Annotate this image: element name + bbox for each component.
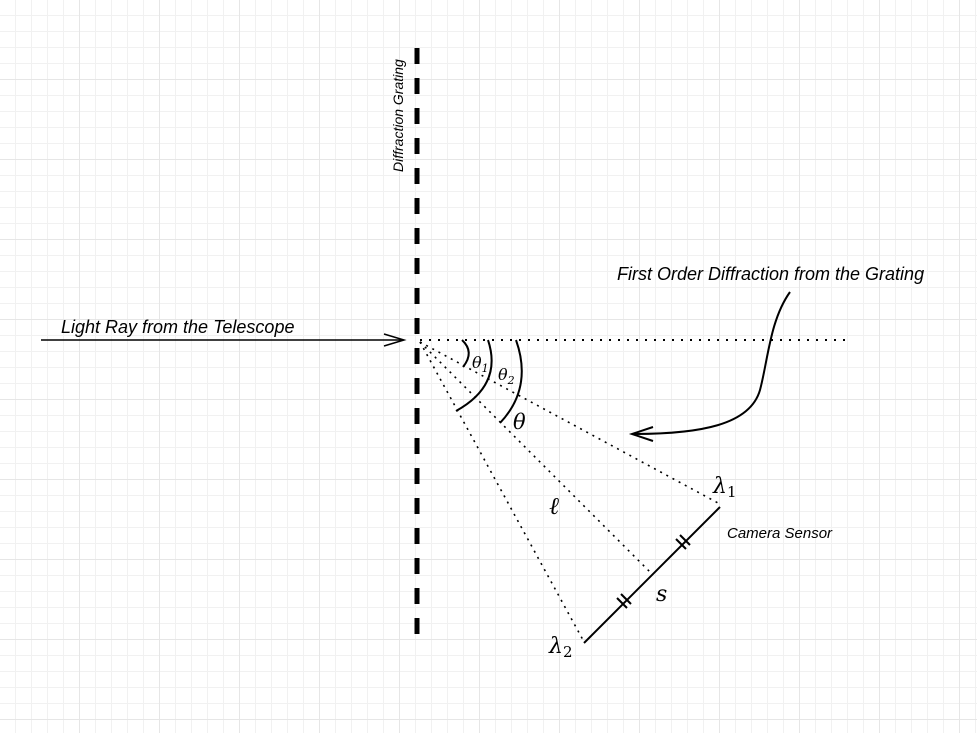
theta1-label: θ1 — [472, 353, 489, 375]
grating-label: Diffraction Grating — [390, 59, 406, 172]
incoming-ray-arrowhead — [383, 333, 407, 347]
theta2-label: θ2 — [498, 365, 515, 387]
theta-label: θ — [513, 410, 526, 434]
lambda1-label: λ1 — [712, 474, 737, 501]
diffracted-ray-center — [419, 341, 651, 573]
sensor-tick-lower — [616, 593, 632, 609]
lambda2-label: λ2 — [548, 634, 573, 661]
theta2-arc — [455, 339, 493, 412]
light-ray-label: Light Ray from the Telescope — [61, 317, 294, 337]
sensor-tick-upper — [675, 534, 691, 550]
diffracted-ray-lambda1 — [419, 341, 719, 504]
theta-arc — [499, 339, 523, 424]
s-label: s — [656, 582, 667, 607]
camera-sensor-label: Camera Sensor — [727, 525, 833, 542]
first-order-pointer-curve — [632, 291, 791, 435]
first-order-pointer-arrowhead — [628, 426, 654, 442]
theta1-arc — [461, 339, 470, 368]
camera-sensor-line — [583, 506, 721, 644]
first-order-label: First Order Diffraction from the Grating — [617, 264, 924, 284]
diffracted-ray-lambda2 — [419, 341, 584, 641]
ell-label: ℓ — [549, 492, 559, 520]
